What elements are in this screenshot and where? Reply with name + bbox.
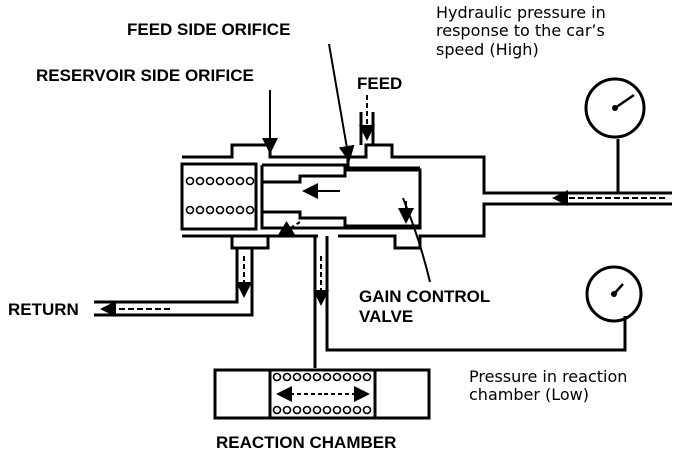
pressure-gauge-bottom-icon bbox=[585, 265, 643, 323]
reaction-chamber-ends bbox=[268, 370, 377, 418]
gain-control-spool bbox=[262, 166, 420, 228]
feed-label: FEED bbox=[357, 74, 403, 93]
return-pipe bbox=[94, 248, 254, 317]
return-label: RETURN bbox=[8, 300, 79, 319]
hydraulic-pressure-label: Hydraulic pressure in response to the ca… bbox=[436, 3, 606, 59]
valve-body-outline bbox=[182, 143, 672, 250]
feed-side-orifice-label: FEED SIDE ORIFICE bbox=[127, 20, 291, 39]
reaction-chamber-label: REACTION CHAMBER bbox=[216, 433, 397, 452]
reaction-pressure-label: Pressure in reaction chamber (Low) bbox=[469, 367, 628, 405]
reservoir-side-orifice-label: RESERVOIR SIDE ORIFICE bbox=[36, 66, 254, 85]
spring-pocket bbox=[180, 162, 258, 231]
reaction-chamber-body bbox=[213, 368, 431, 420]
pressure-gauge-top-icon bbox=[584, 77, 646, 139]
gain-control-valve-label: GAIN CONTROL VALVE bbox=[359, 287, 491, 326]
